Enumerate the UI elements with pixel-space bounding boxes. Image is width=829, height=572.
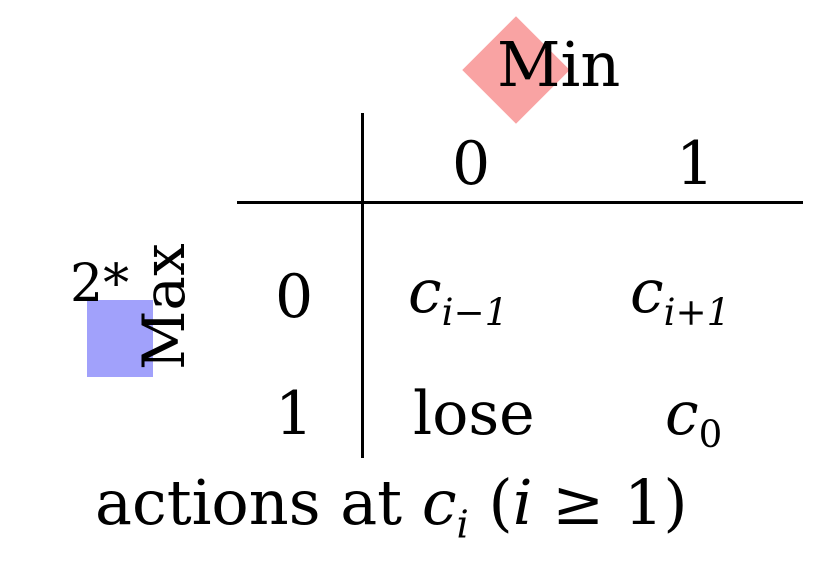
caption: actions at ci (i ≥ 1)	[95, 472, 688, 545]
cell-subscript: i−1	[441, 290, 509, 335]
cell-r0-c1: ci+1	[630, 262, 730, 331]
caption-open: (	[468, 466, 513, 539]
cell-base: c	[630, 257, 664, 327]
caption-cond-rest: ≥ 1)	[532, 466, 688, 539]
cell-base: c	[665, 379, 699, 449]
max-multirow-prefix: 2*	[70, 254, 130, 314]
cell-r1-c0: lose	[413, 379, 535, 449]
col-action-0: 0	[452, 129, 491, 199]
cell-r0-c0: ci−1	[408, 262, 508, 331]
caption-var-sub: i	[456, 502, 469, 548]
cell-subscript: i+1	[663, 290, 731, 335]
max-player-label: Max	[130, 243, 198, 370]
caption-cond-var: i	[512, 466, 533, 539]
cell-base: c	[408, 257, 442, 327]
header-divider	[237, 201, 803, 204]
caption-var: c	[421, 466, 457, 539]
min-player-label: Min	[497, 28, 621, 101]
max-player-marker	[87, 300, 153, 377]
cell-subscript: 0	[698, 412, 723, 457]
col-action-1: 1	[676, 129, 715, 199]
cell-r1-c1: c0	[665, 384, 722, 453]
row-divider	[361, 113, 364, 458]
row-action-0: 0	[275, 262, 314, 332]
row-action-1: 1	[275, 379, 314, 449]
caption-prefix: actions at	[95, 466, 422, 539]
